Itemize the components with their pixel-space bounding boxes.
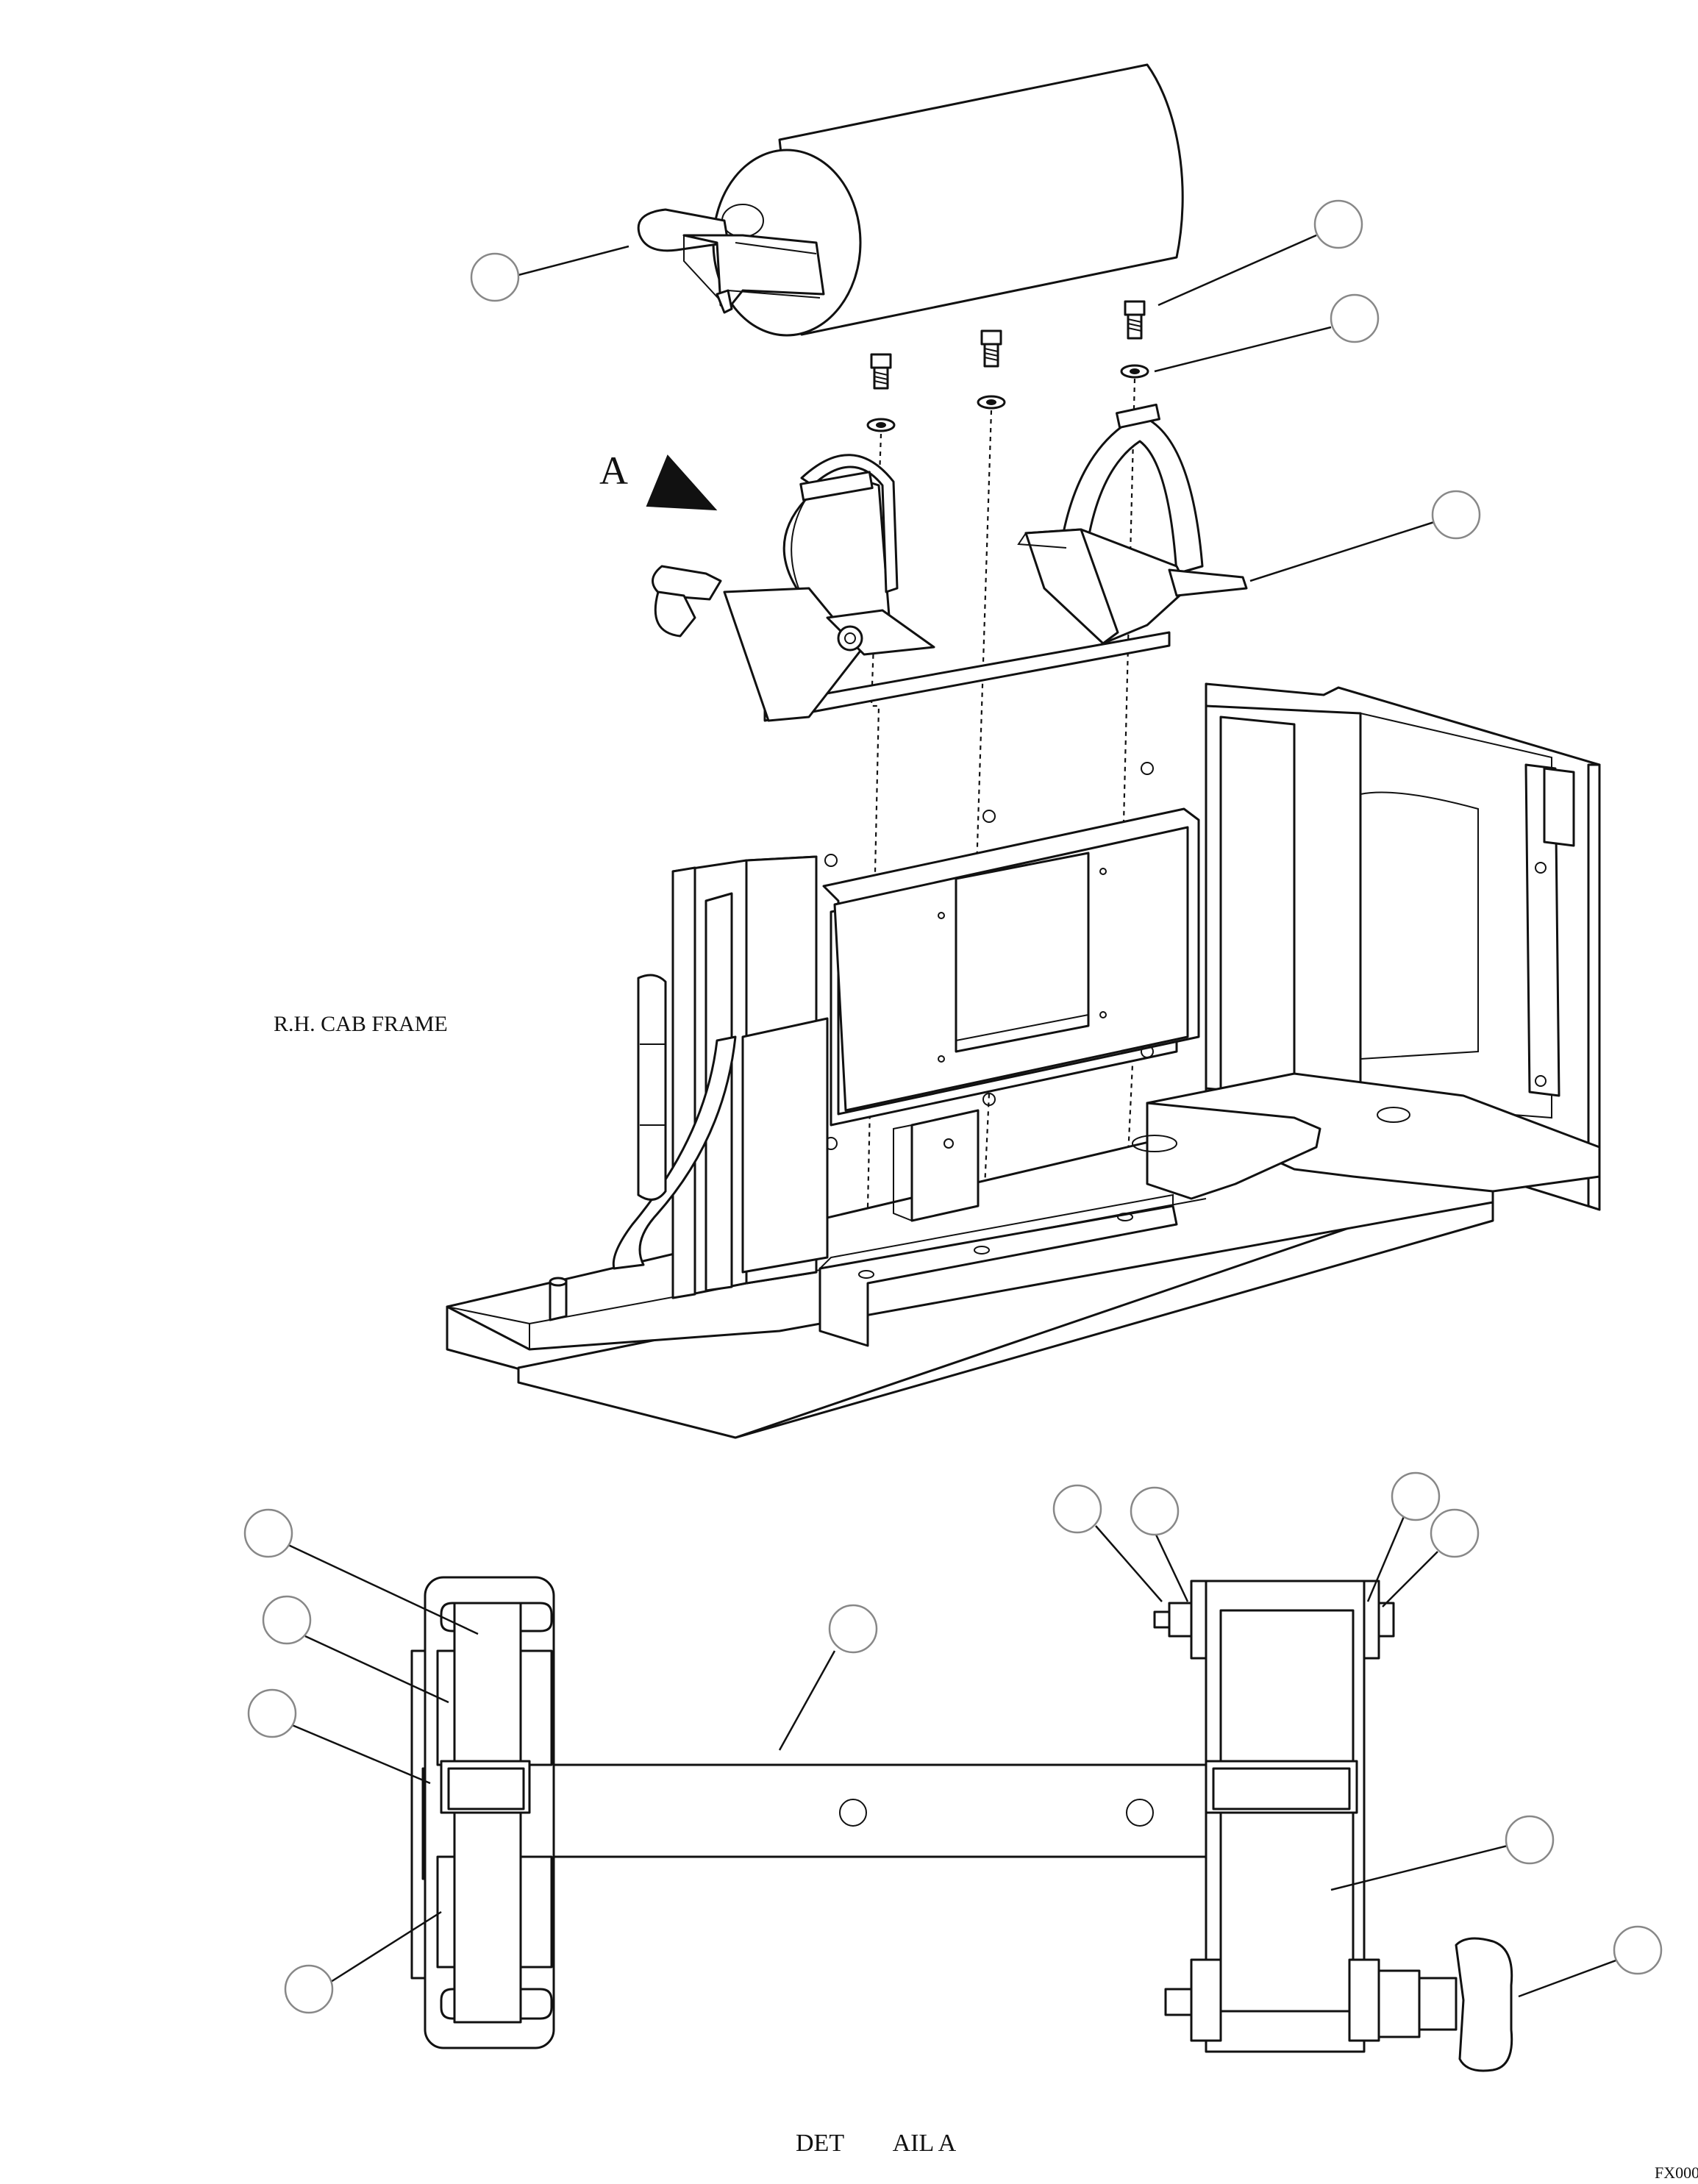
- drawing-number: FX000230: [1655, 2163, 1698, 2182]
- detail-a-view: [410, 1576, 1513, 2072]
- balloon-extinguisher: [470, 252, 520, 302]
- balloon-detail-strap-side: [262, 1595, 312, 1645]
- balloon-detail-base-bar: [828, 1604, 878, 1654]
- frame-label: R.H. CAB FRAME: [274, 1012, 448, 1036]
- fire-extinguisher: [637, 63, 1184, 337]
- bolt-right: [1120, 300, 1149, 379]
- bolt-left: [866, 353, 896, 432]
- balloon-detail-handle: [1613, 1925, 1663, 1975]
- bolt-middle: [977, 329, 1006, 410]
- balloon-detail-bolt-right: [1430, 1508, 1480, 1558]
- balloon-bolt: [1313, 199, 1363, 249]
- balloon-detail-nut: [1052, 1484, 1102, 1534]
- detail-title: DET AIL A: [796, 2130, 957, 2157]
- extinguisher-bracket: [652, 403, 1248, 722]
- balloon-detail-washer-right: [1391, 1471, 1441, 1521]
- balloon-group: [243, 199, 1663, 2014]
- view-arrow-label: A: [599, 449, 628, 493]
- balloon-detail-latch: [247, 1688, 297, 1738]
- view-arrow-a: A: [599, 449, 718, 511]
- balloon-bracket: [1431, 490, 1481, 540]
- cab-frame: R.H. CAB FRAME: [274, 682, 1601, 1439]
- balloon-detail-strap-right: [1505, 1815, 1555, 1865]
- balloon-detail-washer-left: [1130, 1486, 1180, 1536]
- balloon-detail-strap-bottom: [284, 1964, 334, 2014]
- balloon-detail-strap-top: [243, 1508, 293, 1558]
- balloon-washer: [1330, 293, 1380, 343]
